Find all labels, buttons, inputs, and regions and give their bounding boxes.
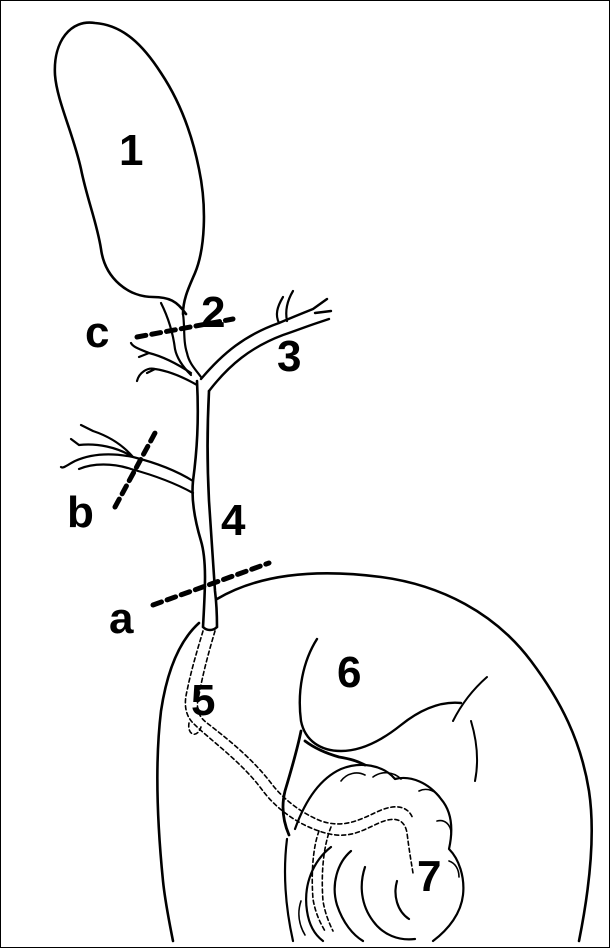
duodenum-inner-fold (300, 639, 461, 751)
label-cut-b: b (67, 491, 94, 535)
label-duodenum: 6 (337, 651, 361, 695)
label-jejunum: 7 (417, 855, 441, 899)
label-common-bile-duct: 4 (221, 499, 245, 543)
label-hepatic-duct-branch: 3 (277, 335, 301, 379)
label-cystic-duct: 2 (201, 291, 225, 335)
vessel (283, 731, 365, 835)
pancreatic-duct-lower (312, 827, 333, 931)
common-bile-duct (192, 381, 217, 630)
hepatic-duct-b (61, 425, 193, 493)
label-gallbladder: 1 (119, 129, 143, 173)
label-cut-a: a (109, 597, 133, 641)
duodenum-small-fold (453, 677, 487, 781)
pancreatic-duct (185, 631, 413, 873)
duodenum-outline (157, 573, 591, 941)
label-pancreas: 5 (191, 679, 215, 723)
label-cut-c: c (85, 311, 109, 355)
